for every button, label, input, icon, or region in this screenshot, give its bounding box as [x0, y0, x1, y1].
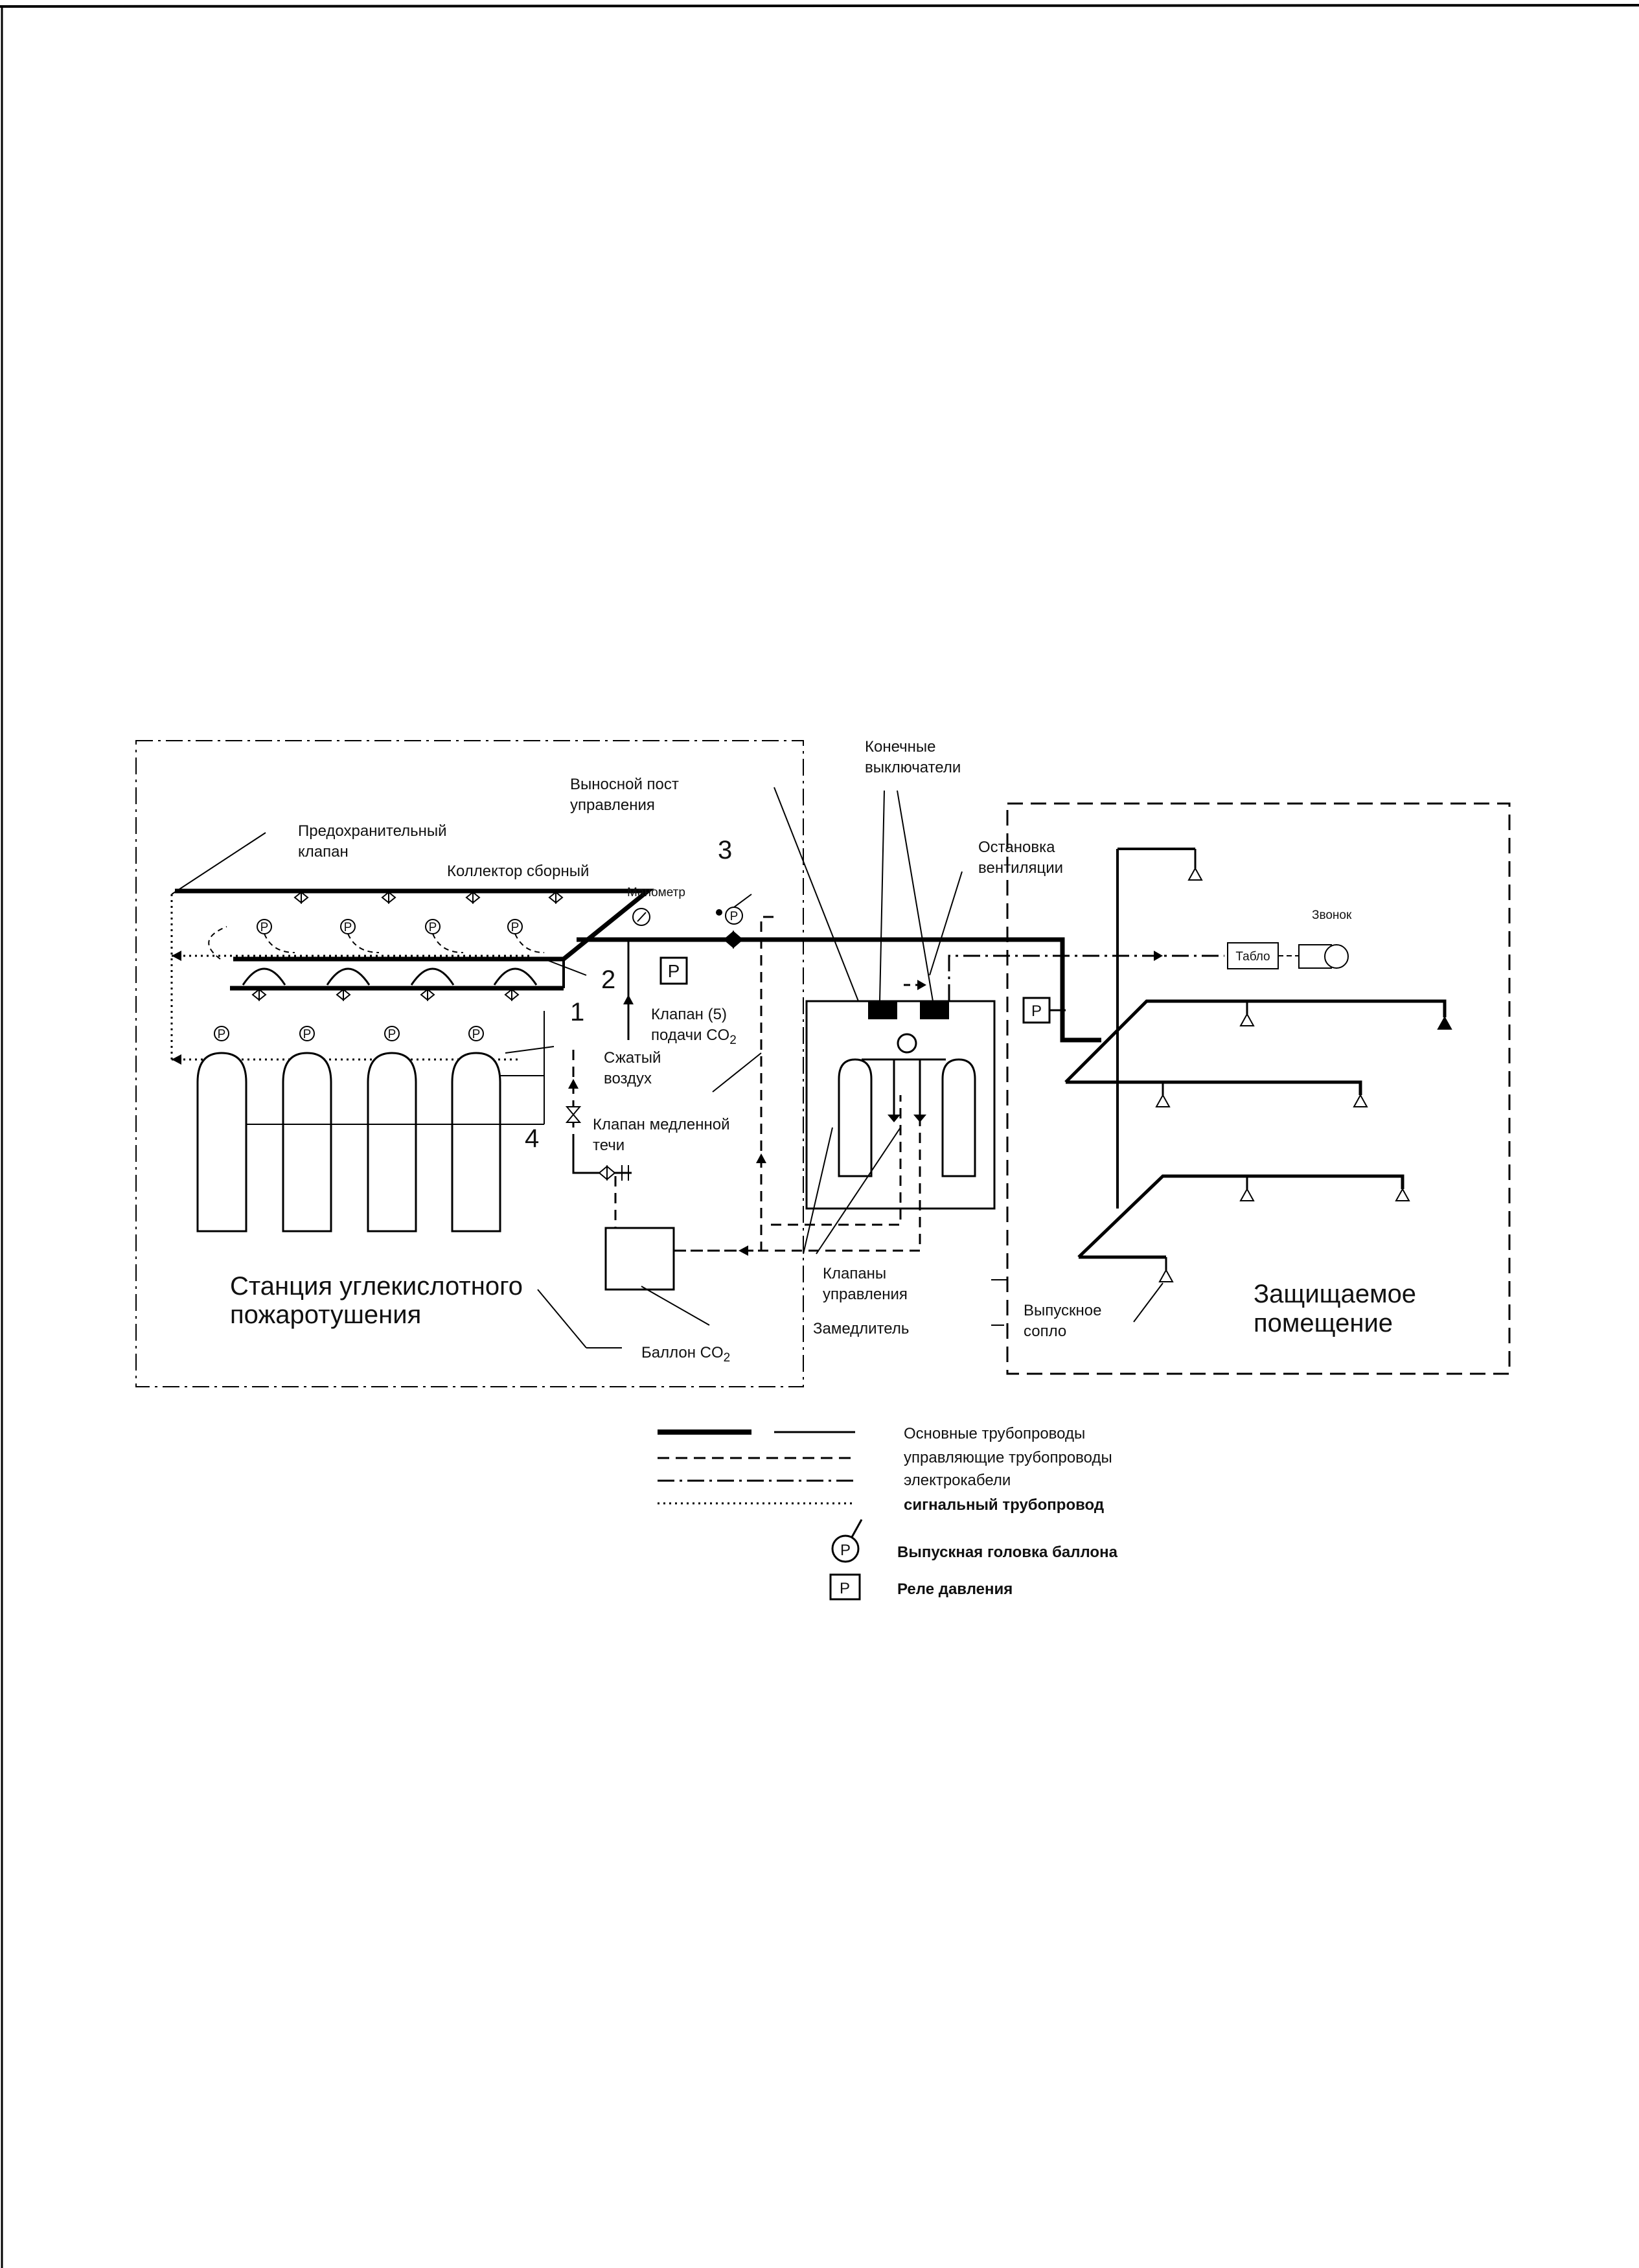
- legend-pressure-relay-p: P: [840, 1580, 850, 1597]
- plane-1: [1064, 999, 1447, 1083]
- room-pressure-relay-symbol: P: [1031, 1002, 1042, 1020]
- main-pipe: [577, 937, 1101, 1043]
- safety-valve-label-2: клапан: [298, 843, 349, 861]
- nozzle-label-1: Выпускное: [1024, 1302, 1101, 1319]
- remote-handle-dot: [716, 909, 722, 916]
- nozzles: [1155, 866, 1452, 1282]
- cable-arrow: [1154, 951, 1163, 961]
- legend: Основные трубопроводы управляющие трубоп…: [658, 1425, 1118, 1601]
- legend-signal-label: сигнальный трубопровод: [904, 1496, 1104, 1514]
- limit-switches-label-1: Конечные: [865, 738, 936, 756]
- legend-control-label: управляющие трубопроводы: [904, 1449, 1112, 1466]
- svg-text:P: P: [388, 1028, 396, 1041]
- cylinder-domes-upper: [242, 967, 538, 986]
- collector-valves: [251, 890, 564, 1002]
- compressed-air-label-1: Сжатый: [604, 1049, 661, 1067]
- co2-cylinders: [196, 1052, 501, 1232]
- retarder-box: [604, 1227, 675, 1291]
- remote-gauge: [897, 1033, 917, 1054]
- limit-switch-2: [920, 1001, 949, 1019]
- control-valves-label-2: управления: [823, 1286, 908, 1303]
- plane-3: [1077, 1174, 1404, 1258]
- legend-cable-label: электрокабели: [904, 1472, 1011, 1489]
- compressed-air-label-2: воздух: [604, 1070, 652, 1087]
- release-head-p-marks: P P P P P P P P P: [218, 910, 739, 1041]
- tablo-label: Табло: [1235, 950, 1270, 964]
- retarder-dashed-2: [771, 1095, 902, 1226]
- station-label-2: пожаротушения: [230, 1301, 421, 1329]
- legend-release-head-stem: [851, 1519, 863, 1538]
- vent-stop-label-1: Остановка: [978, 839, 1055, 856]
- remote-post-label-1: Выносной пост: [570, 776, 679, 793]
- signal-arrow-2: [172, 1054, 181, 1065]
- remote-pipe: [862, 1058, 946, 1115]
- slow-leak-valve-2: [598, 1164, 616, 1181]
- pressure-relay-symbol: P: [668, 961, 680, 981]
- control-arrow-2: [756, 1153, 766, 1163]
- legend-release-head-p: P: [840, 1542, 851, 1559]
- room-label-2: помещение: [1254, 1309, 1393, 1337]
- callout-4: 4: [525, 1124, 539, 1153]
- station-boundary: [135, 740, 804, 1387]
- vent-stop-arrowhead: [917, 980, 926, 990]
- svg-text:P: P: [429, 921, 437, 934]
- manometer-label: Манометр: [627, 886, 685, 899]
- leader-lines: [171, 787, 1163, 1348]
- collector-upper: [175, 888, 654, 962]
- slow-leak-valve: [565, 1106, 582, 1123]
- safety-valve-label-1: Предохранительный: [298, 822, 447, 840]
- valve5-label-2: подачи CO2: [651, 1026, 737, 1047]
- station-label-1: Станция углекислотного: [230, 1272, 523, 1301]
- remote-handle: [733, 894, 752, 908]
- svg-text:P: P: [260, 921, 269, 934]
- svg-text:P: P: [511, 921, 520, 934]
- main-valve: [723, 930, 744, 949]
- valve5-label-1: Клапан (5): [651, 1006, 727, 1023]
- pressure-relay-box: [659, 956, 688, 985]
- bell-label: Звонок: [1312, 908, 1352, 922]
- collector-label: Коллектор сборный: [447, 862, 589, 880]
- legend-pressure-relay-label: Реле давления: [897, 1580, 1013, 1598]
- manometer-needle: [637, 912, 647, 922]
- svg-text:P: P: [303, 1028, 312, 1041]
- remote-cylinders: [838, 1058, 976, 1177]
- control-valves-label-1: Клапаны: [823, 1265, 886, 1282]
- svg-text:P: P: [344, 921, 352, 934]
- legend-release-head-label: Выпускная головка баллона: [897, 1544, 1118, 1561]
- control-arrow-1: [568, 1079, 579, 1089]
- callout-2: 2: [601, 966, 615, 994]
- retarder-dashed: [674, 1095, 921, 1252]
- air-arrow: [623, 995, 634, 1004]
- signal-arrow-1: [172, 951, 181, 961]
- svg-text:P: P: [472, 1028, 481, 1041]
- legend-main-label: Основные трубопроводы: [904, 1425, 1085, 1442]
- svg-text:P: P: [218, 1028, 226, 1041]
- cable-line: [948, 955, 1224, 1001]
- remote-post-label-2: управления: [570, 796, 655, 814]
- svg-text:P: P: [730, 910, 739, 923]
- tablo-box: [1227, 942, 1279, 969]
- limit-switches-label-2: выключатели: [865, 759, 961, 776]
- cylinder-co2-label: Баллон CO2: [641, 1344, 730, 1365]
- bell-icon: [1324, 944, 1349, 969]
- limit-switch-1: [868, 1001, 897, 1019]
- release-heads-upper: [208, 919, 545, 960]
- top-border-line: [0, 4, 1639, 8]
- callout-3: 3: [718, 836, 732, 864]
- legend-pressure-relay-icon: [829, 1573, 861, 1601]
- legend-release-head-icon: [831, 1534, 860, 1563]
- remote-post-box: [805, 1000, 996, 1210]
- nozzle-label-2: сопло: [1024, 1323, 1066, 1340]
- retarder-label: Замедлитель: [813, 1320, 909, 1337]
- release-heads-lower: [214, 1026, 484, 1041]
- plane-2: [1066, 1080, 1362, 1095]
- room-label-1: Защищаемое: [1254, 1280, 1416, 1308]
- slow-leak-label-1: Клапан медленной: [593, 1116, 730, 1133]
- vent-stop-label-2: вентиляции: [978, 859, 1063, 877]
- callout-1: 1: [570, 998, 584, 1026]
- remote-valves: [888, 1115, 926, 1122]
- slow-leak-label-2: течи: [593, 1137, 625, 1154]
